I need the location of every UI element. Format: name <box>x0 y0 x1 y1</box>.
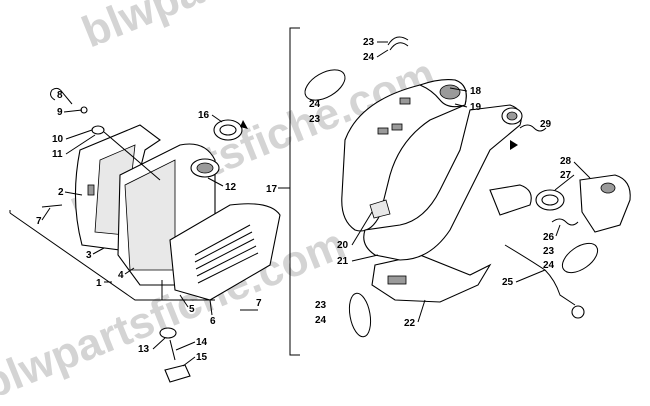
callout-21: 21 <box>337 256 349 267</box>
flange-port <box>600 182 616 194</box>
callout-3: 3 <box>86 250 92 261</box>
bolt-left <box>41 204 63 208</box>
callout-24-top: 24 <box>363 52 375 63</box>
exhaust-flange <box>579 174 631 233</box>
assembly-17-bracket: 17 <box>266 27 300 356</box>
callout-25: 25 <box>502 277 514 288</box>
flange-gasket-inner <box>541 194 559 206</box>
callout-23-left: 23 <box>309 114 321 125</box>
header-stud-1 <box>399 97 411 105</box>
callout-29: 29 <box>540 119 552 130</box>
gasket-arrow-icon <box>240 120 248 129</box>
grommet <box>91 125 105 135</box>
heat-shield-vents <box>194 224 259 284</box>
drain-plug <box>159 327 177 339</box>
callout-8: 8 <box>57 90 63 101</box>
callout-6: 6 <box>210 316 216 327</box>
exhaust-pipe-assembly <box>304 36 631 338</box>
spring-clip <box>50 87 73 105</box>
spring-26 <box>551 218 579 226</box>
spring-clamp-upper-left <box>304 69 346 101</box>
callout-28: 28 <box>560 156 572 167</box>
shield-slot <box>87 184 95 196</box>
callout-22: 22 <box>404 318 416 329</box>
spring-clamp-bottom <box>348 292 372 338</box>
callout-4: 4 <box>118 270 124 281</box>
callout-23-right: 23 <box>543 246 555 257</box>
callout-5: 5 <box>189 304 195 315</box>
callout-23-top: 23 <box>363 37 375 48</box>
o2-sensor-wire <box>504 244 576 306</box>
callout-14: 14 <box>196 337 208 348</box>
callout-15: 15 <box>196 352 208 363</box>
pipe-heat-shield <box>371 254 492 303</box>
pipe-arrow-icon <box>510 140 518 150</box>
callout-2: 2 <box>58 187 64 198</box>
right-callouts: 23 24 24 23 18 19 29 28 27 20 21 26 23 2… <box>309 37 591 329</box>
callout-13: 13 <box>138 344 150 355</box>
header-stud-3 <box>391 123 403 131</box>
drain-spring <box>169 339 176 361</box>
callout-27: 27 <box>560 170 572 181</box>
pipe-emblem <box>369 199 391 219</box>
pipe-outlet-elbow <box>489 184 532 216</box>
callout-17: 17 <box>266 184 278 195</box>
callout-7-right: 7 <box>256 298 262 309</box>
muffler-outlet-hole <box>196 162 214 174</box>
muffler-assembly <box>9 87 281 383</box>
callout-7-left: 7 <box>36 216 42 227</box>
pipe-inlet-opening <box>439 84 461 100</box>
callout-9: 9 <box>57 107 63 118</box>
callout-23-bottom: 23 <box>315 300 327 311</box>
left-callouts: 8 9 10 11 2 7 3 4 1 5 6 7 12 16 13 14 15 <box>36 90 262 367</box>
callout-1: 1 <box>96 278 102 289</box>
callout-18: 18 <box>470 86 482 97</box>
spring-clamp-top <box>387 36 409 51</box>
header-stud-2 <box>377 127 389 135</box>
callout-16: 16 <box>198 110 210 121</box>
assembly-bracket-line <box>9 212 215 301</box>
callout-12: 12 <box>225 182 237 193</box>
callout-26: 26 <box>543 232 555 243</box>
callout-10: 10 <box>52 134 64 145</box>
callout-19: 19 <box>470 102 482 113</box>
drain-clip <box>164 364 191 383</box>
callout-11: 11 <box>52 149 63 160</box>
hanger-rod <box>103 131 161 181</box>
pipe-header-upper <box>341 79 467 232</box>
o2-sensor-plug <box>571 305 585 319</box>
callout-24-left: 24 <box>309 99 321 110</box>
callout-24-bottom: 24 <box>315 315 327 326</box>
callout-24-right: 24 <box>543 260 555 271</box>
spring-29 <box>519 124 547 132</box>
shield-cutout <box>387 275 407 285</box>
pipe-outlet-hole <box>506 111 518 121</box>
callout-20: 20 <box>337 240 349 251</box>
spring-clamp-right <box>561 242 599 274</box>
watermark-top: blwpartsfiche.com <box>75 0 452 57</box>
exhaust-gasket-inner <box>219 124 237 136</box>
